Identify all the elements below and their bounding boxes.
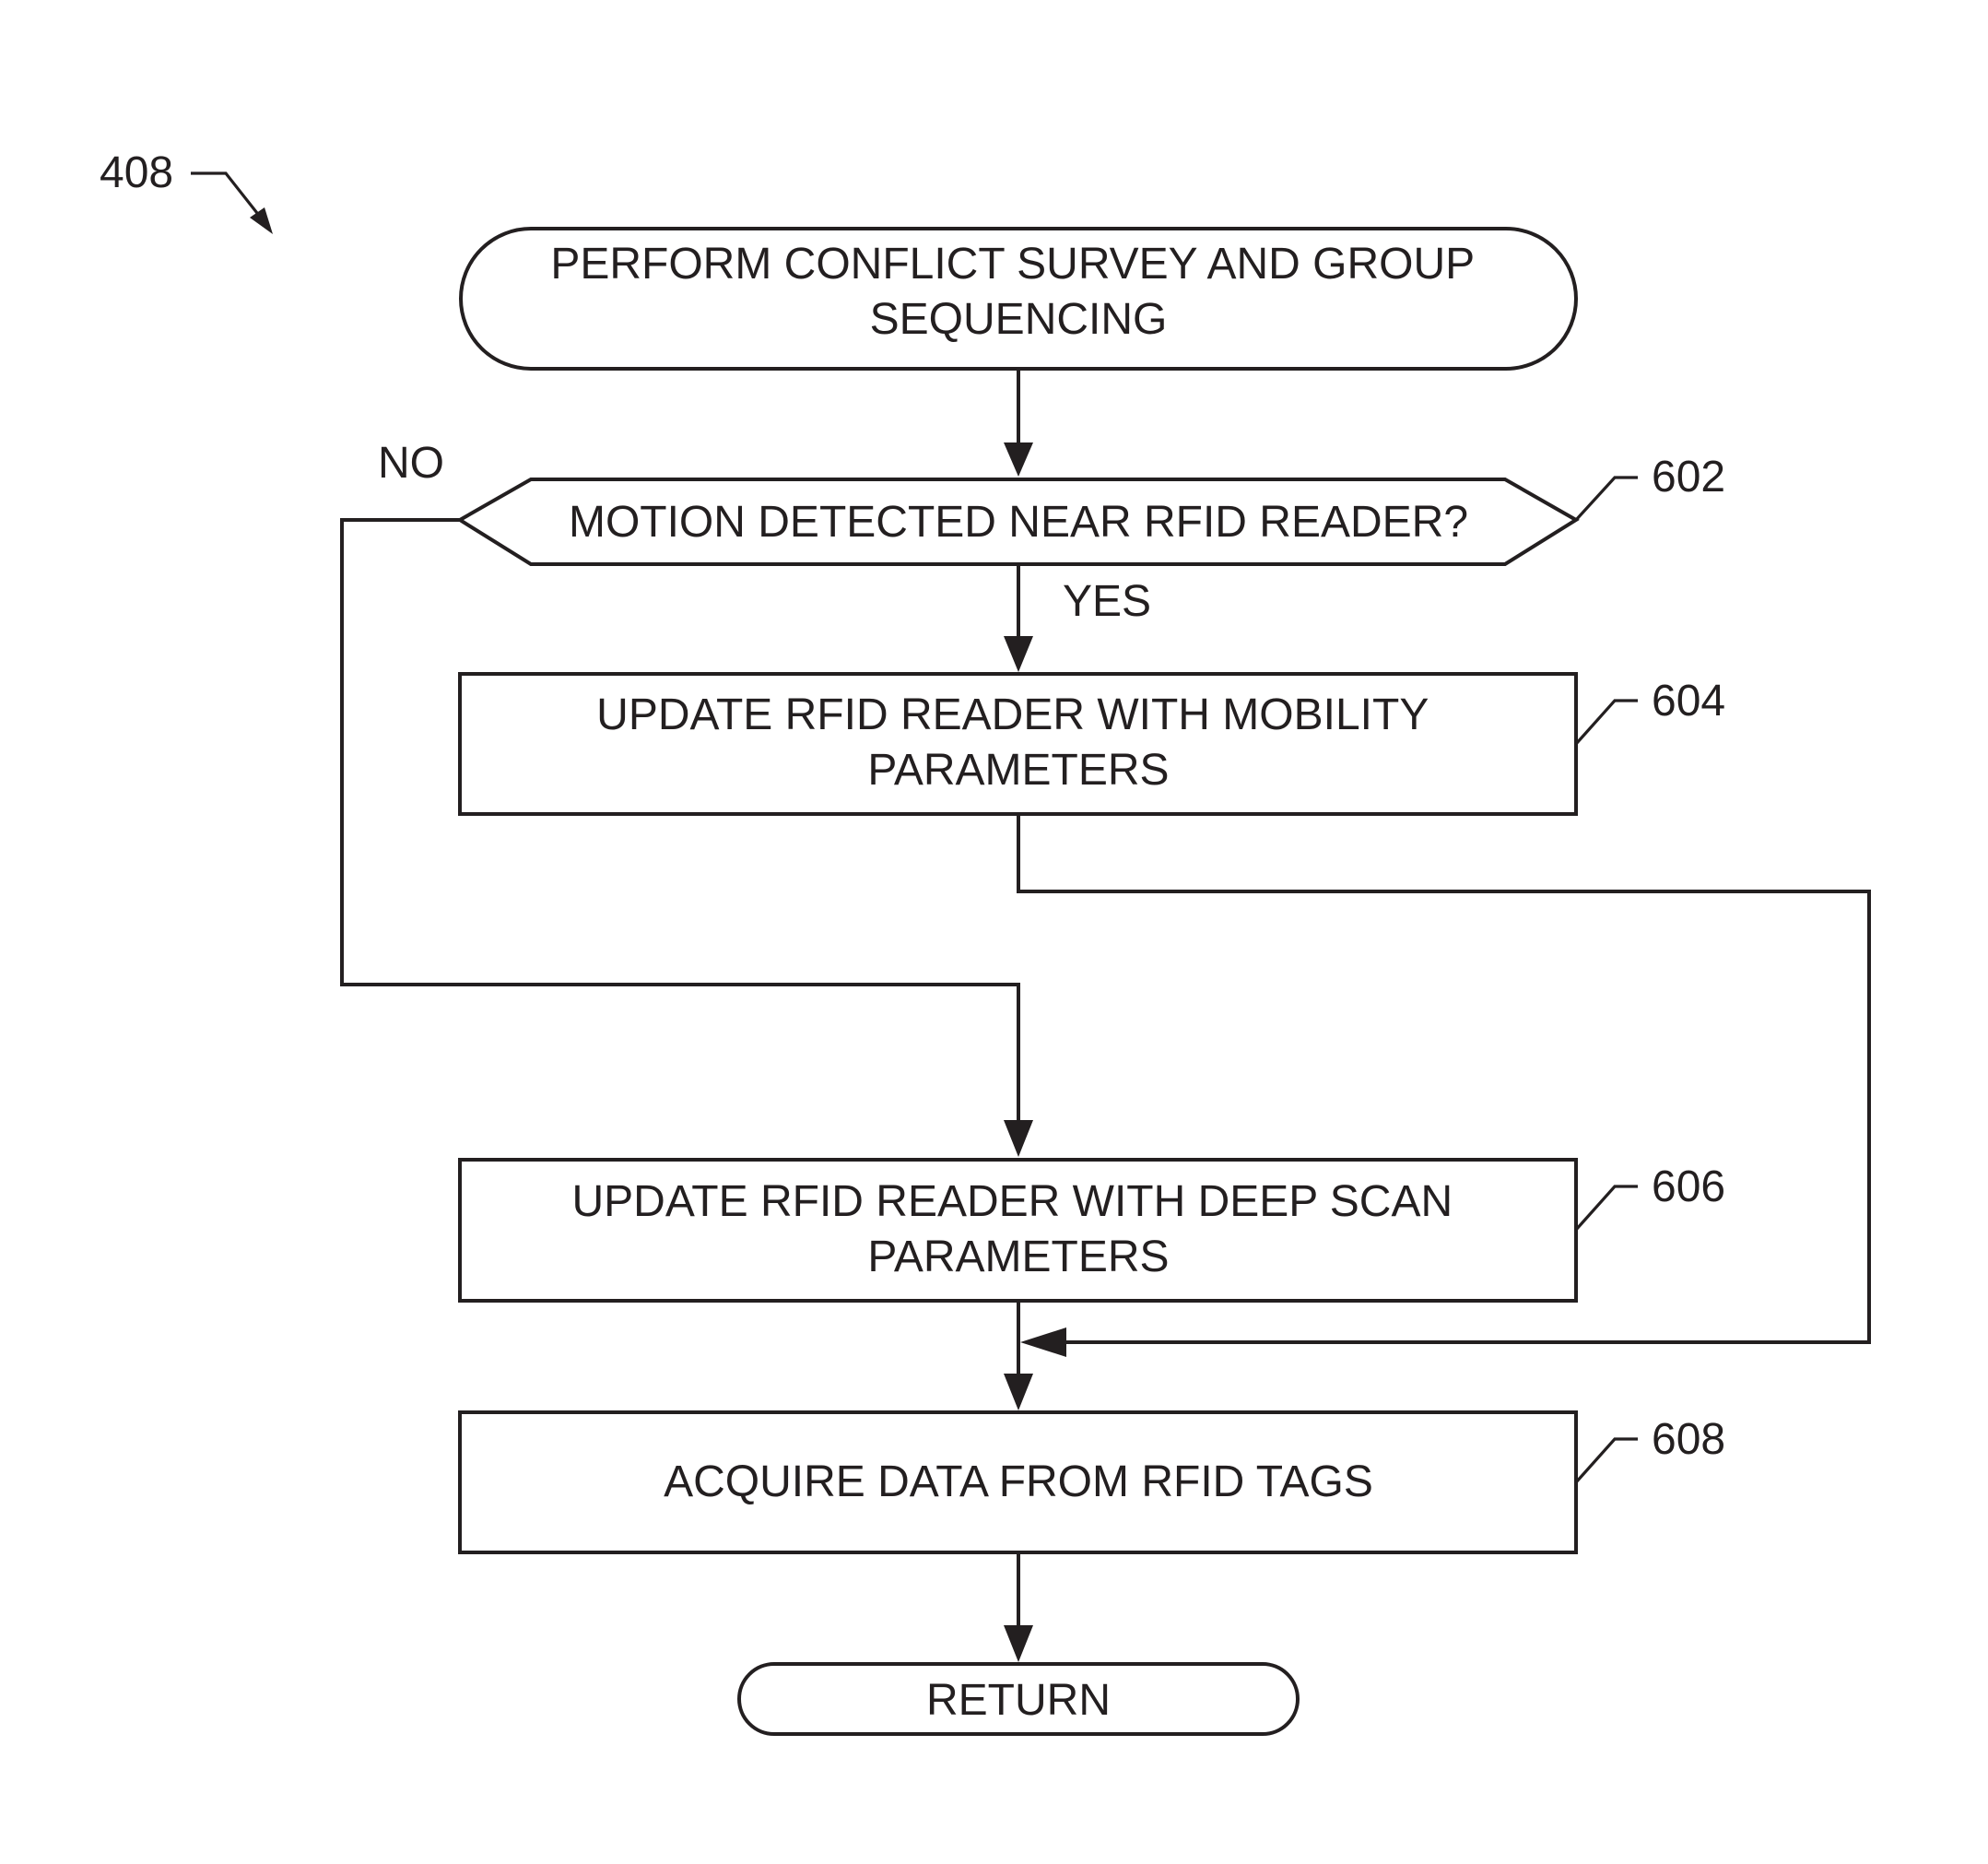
process-acquire-data: ACQUIRE DATA FROM RFID TAGS: [460, 1412, 1576, 1552]
ref-606-leader: [1576, 1186, 1638, 1230]
process-mobility-parameters: UPDATE RFID READER WITH MOBILITY PARAMET…: [460, 674, 1576, 814]
figure-ref-label: 408: [100, 148, 173, 197]
edge-mobility-merge-arrowhead: [1020, 1327, 1066, 1357]
ref-604-leader: [1576, 701, 1638, 744]
ref-604-label: 604: [1652, 677, 1725, 726]
process-mobility-line-1: UPDATE RFID READER WITH MOBILITY: [596, 690, 1428, 739]
process-deepscan-line-2: PARAMETERS: [867, 1233, 1169, 1281]
start-terminal-line-2: SEQUENCING: [870, 295, 1168, 344]
end-terminal-return: RETURN: [739, 1664, 1298, 1734]
ref-602-label: 602: [1652, 453, 1725, 501]
decision-motion-detected-text: MOTION DETECTED NEAR RFID READER?: [569, 498, 1468, 547]
decision-motion-detected: MOTION DETECTED NEAR RFID READER?: [460, 479, 1576, 564]
ref-606-label: 606: [1652, 1162, 1725, 1211]
edge-decision-yes-arrowhead: [1004, 636, 1033, 672]
edge-label-no: NO: [378, 439, 444, 488]
process-deep-scan-parameters: UPDATE RFID READER WITH DEEP SCAN PARAME…: [460, 1160, 1576, 1301]
process-mobility-line-2: PARAMETERS: [867, 746, 1169, 795]
ref-602-leader: [1576, 478, 1638, 520]
figure-ref-arrowhead: [250, 207, 273, 234]
ref-608-label: 608: [1652, 1415, 1725, 1464]
start-terminal-line-1: PERFORM CONFLICT SURVEY AND GROUP: [550, 240, 1474, 289]
process-deepscan-line-1: UPDATE RFID READER WITH DEEP SCAN: [571, 1177, 1453, 1226]
edge-decision-no-to-deepscan: [342, 520, 1018, 1123]
edge-start-to-decision-arrowhead: [1004, 442, 1033, 477]
figure-ref-leader: [191, 173, 264, 221]
process-acquire-text: ACQUIRE DATA FROM RFID TAGS: [664, 1457, 1373, 1506]
edge-label-yes: YES: [1063, 577, 1151, 626]
edge-acquire-to-return-arrowhead: [1004, 1625, 1033, 1662]
start-terminal: PERFORM CONFLICT SURVEY AND GROUP SEQUEN…: [461, 229, 1576, 369]
edge-deepscan-to-acquire-arrowhead: [1004, 1374, 1033, 1410]
edge-decision-no-arrowhead: [1004, 1120, 1033, 1157]
end-terminal-text: RETURN: [926, 1676, 1111, 1725]
ref-608-leader: [1576, 1439, 1638, 1482]
